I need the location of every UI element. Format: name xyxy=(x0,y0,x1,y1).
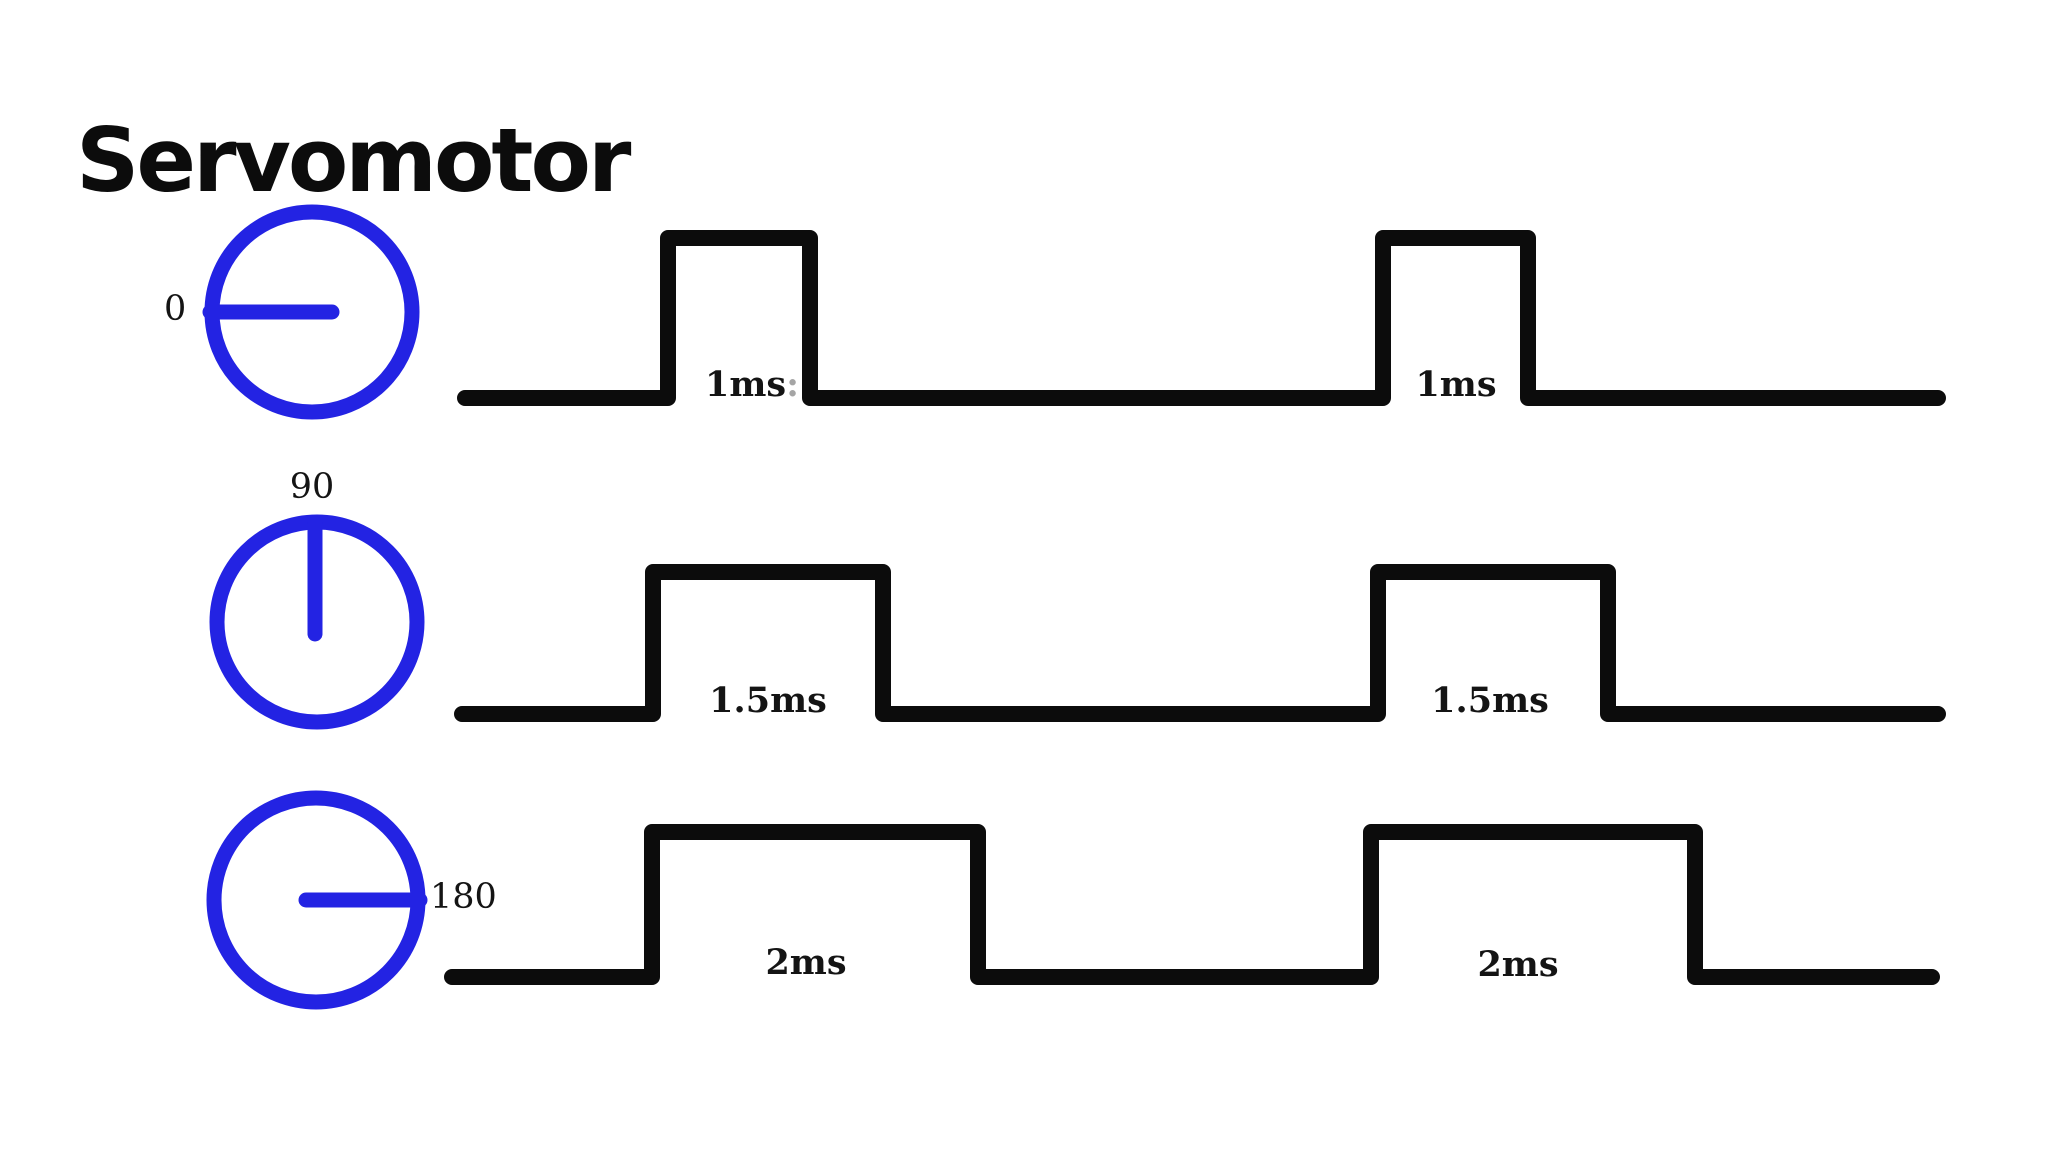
pulse-width-label: 2ms xyxy=(765,942,847,983)
pulse-width-label: 1ms xyxy=(1415,364,1497,405)
pwm-waveform xyxy=(457,230,1946,406)
pulse-width-text: 1ms xyxy=(1415,364,1497,405)
dial-angle-label-0: 0 xyxy=(164,289,187,329)
pulse-width-text: 1.5ms xyxy=(1431,680,1549,721)
pulse-width-text: 2ms xyxy=(1477,944,1559,985)
page-title: Servomotor xyxy=(76,108,631,212)
pulse-width-label: 1.5ms xyxy=(1431,680,1549,721)
pulse-width-label: 2ms xyxy=(1477,944,1559,985)
pulse-width-label: 1ms: xyxy=(704,364,800,405)
servo-row-90 xyxy=(209,514,1946,730)
dial-angle-label-90: 90 xyxy=(289,467,335,507)
servo-row-180 xyxy=(206,790,1940,1010)
pulse-width-suffix: : xyxy=(786,364,800,405)
pwm-waveform xyxy=(444,824,1940,985)
pwm-waveform xyxy=(454,564,1946,722)
dial-angle-label-180: 180 xyxy=(430,877,497,917)
servo-row-0 xyxy=(202,204,1946,420)
pulse-width-label: 1.5ms xyxy=(709,680,827,721)
pulse-width-text: 2ms xyxy=(765,942,847,983)
pulse-width-text: 1ms xyxy=(704,364,787,405)
pulse-width-text: 1.5ms xyxy=(709,680,827,721)
